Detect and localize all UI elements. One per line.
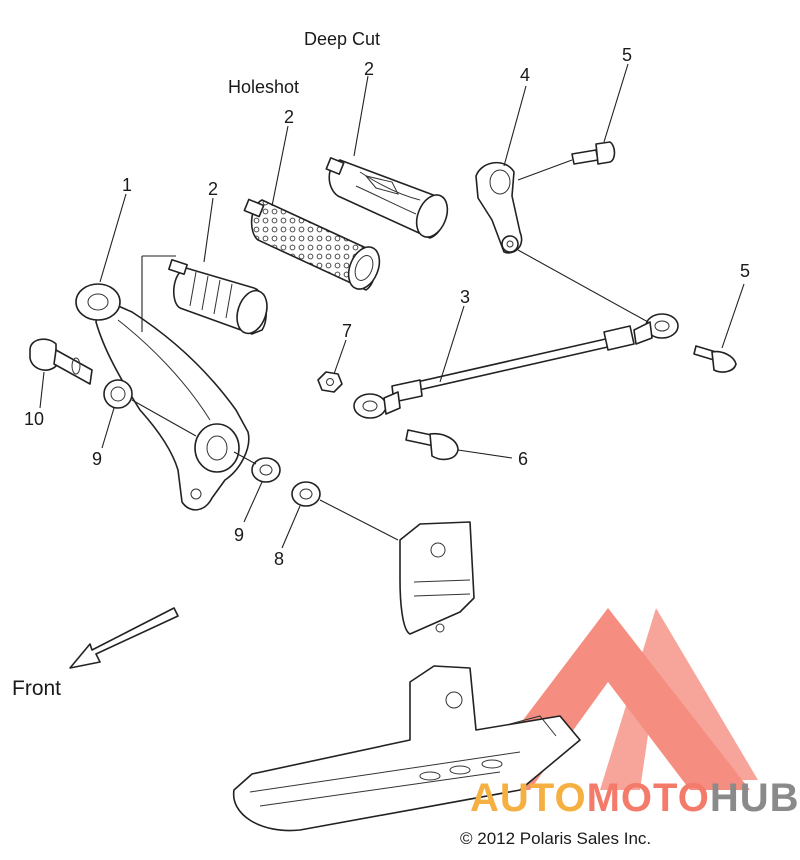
- bolt-lower: [405, 429, 459, 461]
- watermark-text-auto: AUTO: [470, 776, 587, 820]
- label-deep-cut: Deep Cut: [304, 29, 381, 49]
- callout-5-top: 5: [622, 45, 633, 65]
- shift-linkage-rod: [353, 313, 679, 419]
- washer: [291, 481, 321, 507]
- shift-arm: [475, 161, 523, 254]
- footrest-base: [232, 665, 581, 832]
- callout-3: 3: [460, 287, 471, 307]
- callout-7: 7: [342, 321, 353, 341]
- foot-peg-standard: [168, 258, 268, 335]
- front-arrow-icon: [69, 607, 179, 669]
- bolt-right: [693, 345, 737, 373]
- nut: [317, 371, 343, 393]
- watermark-text-moto: MOTO: [586, 776, 710, 820]
- bushing-left: [103, 379, 133, 409]
- callout-2-standard: 2: [208, 179, 219, 199]
- front-label: Front: [12, 677, 62, 700]
- callout-5-right: 5: [740, 261, 751, 281]
- callout-8: 8: [274, 549, 285, 569]
- callout-2-deep-cut: 2: [364, 59, 375, 79]
- callout-6: 6: [518, 449, 529, 469]
- copyright-notice: © 2012 Polaris Sales Inc.: [460, 829, 652, 848]
- callout-9-left: 9: [92, 449, 103, 469]
- callout-10: 10: [24, 409, 45, 429]
- callout-9-mid: 9: [234, 525, 245, 545]
- mounting-bracket: [399, 521, 475, 635]
- bolt-top: [571, 141, 616, 165]
- callout-4: 4: [520, 65, 531, 85]
- foot-peg-deep-cut: [325, 157, 449, 239]
- shift-lever: [75, 283, 250, 511]
- foot-peg-holeshot: [243, 198, 381, 291]
- callout-1: 1: [122, 175, 133, 195]
- callout-2-holeshot: 2: [284, 107, 295, 127]
- watermark-text: AUTOMOTOHUB: [470, 778, 800, 818]
- watermark-text-hub: HUB: [709, 776, 800, 820]
- washer-middle: [251, 457, 281, 483]
- pivot-bolt: [29, 338, 93, 385]
- label-holeshot: Holeshot: [228, 77, 300, 97]
- leader-lines: [39, 63, 745, 549]
